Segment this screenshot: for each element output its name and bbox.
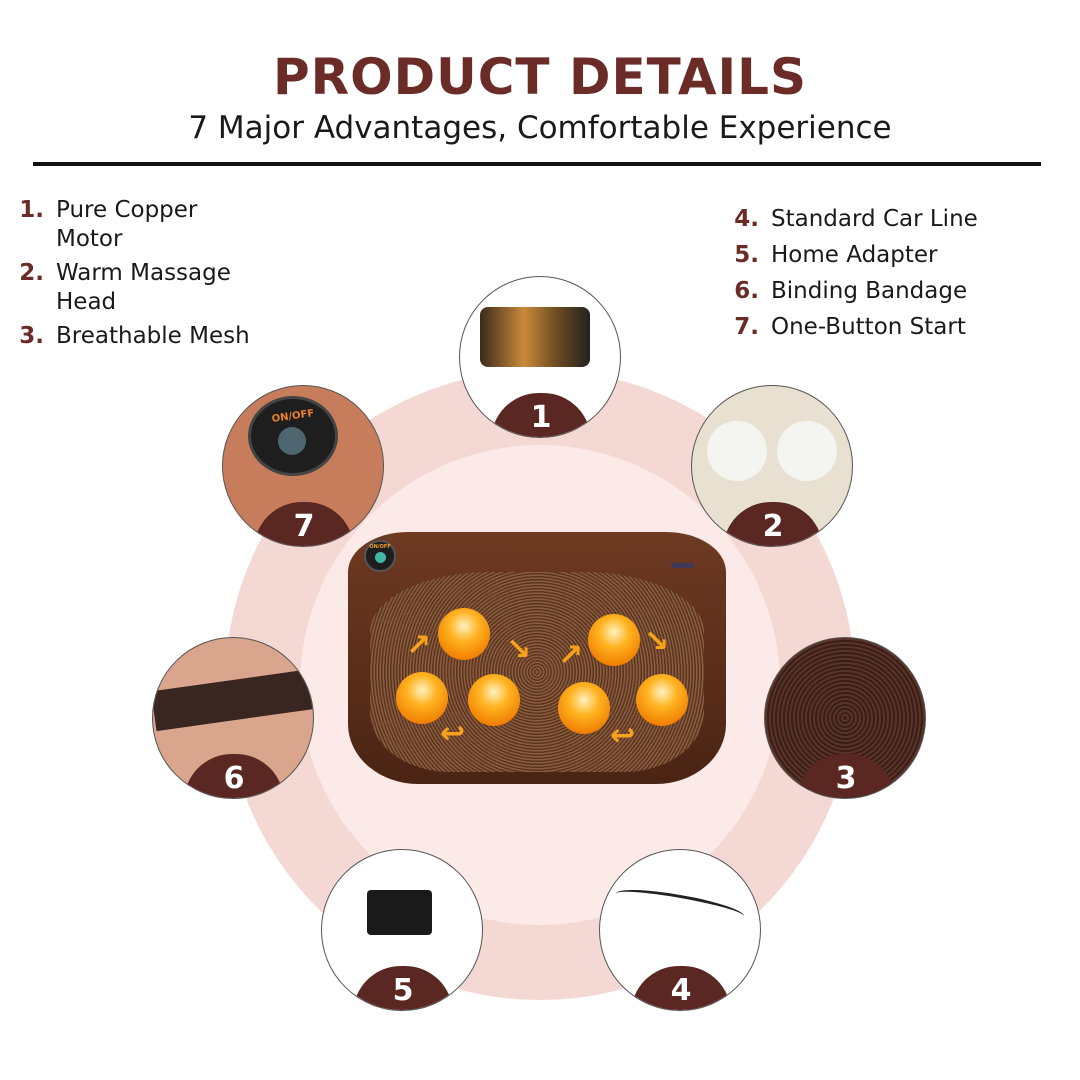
brand-logo: NOBO xyxy=(671,562,695,570)
item-label: Home Adapter xyxy=(771,242,938,268)
thumb-one-button: ON/OFF 7 xyxy=(222,385,384,547)
thumb-bandage: 6 xyxy=(152,637,314,799)
list-item: 1. Pure Copper Motor xyxy=(10,196,310,254)
power-button-light xyxy=(375,552,386,563)
thumb-car-line: 4 xyxy=(599,849,761,1011)
massage-ball xyxy=(558,682,610,734)
cable-image xyxy=(614,883,746,927)
on-off-label: ON/OFF xyxy=(271,408,315,425)
massage-ball xyxy=(396,672,448,724)
page-subtitle: 7 Major Advantages, Comfortable Experien… xyxy=(188,110,892,146)
badge-6: 6 xyxy=(184,754,284,798)
badge-4: 4 xyxy=(631,966,731,1010)
badge-7: 7 xyxy=(254,502,354,546)
head-image xyxy=(707,421,767,481)
item-number: 3. xyxy=(19,323,44,349)
massage-pillow-image: ON/OFF NOBO ↗ ↘ ↩ ↗ ↘ ↩ xyxy=(348,532,726,784)
thumb-mesh: 3 xyxy=(764,637,926,799)
page-title: PRODUCT DETAILS xyxy=(272,48,808,106)
power-button: ON/OFF xyxy=(364,540,396,572)
massage-ball xyxy=(636,674,688,726)
item-number: 6. xyxy=(734,278,759,304)
item-number: 2. xyxy=(19,260,44,286)
badge-5: 5 xyxy=(353,966,453,1010)
item-label: Warm Massage Head xyxy=(56,260,231,315)
feature-list-right: 4. Standard Car Line 5. Home Adapter 6. Bin… xyxy=(725,205,1065,349)
item-label: Binding Bandage xyxy=(771,278,968,304)
item-label: One-Button Start xyxy=(771,314,966,340)
item-number: 7. xyxy=(734,314,759,340)
list-item: 2. Warm Massage Head xyxy=(10,259,310,317)
massage-ball xyxy=(468,674,520,726)
thumb-home-adapter: 5 xyxy=(321,849,483,1011)
massage-ball xyxy=(438,608,490,660)
item-label: Pure Copper Motor xyxy=(56,197,198,252)
rotation-arrow-icon: ↩ xyxy=(610,718,636,753)
rotation-arrow-icon: ↩ xyxy=(440,716,466,751)
list-item: 4. Standard Car Line xyxy=(725,205,1065,234)
thumb-copper-motor: 1 xyxy=(459,276,621,438)
thumb-massage-head: 2 xyxy=(691,385,853,547)
divider xyxy=(33,162,1041,166)
rotation-arrow-icon: ↘ xyxy=(644,624,670,659)
badge-3: 3 xyxy=(796,754,896,798)
item-label: Breathable Mesh xyxy=(56,323,250,349)
motor-image xyxy=(480,307,590,367)
button-image: ON/OFF xyxy=(248,396,338,476)
item-number: 1. xyxy=(19,197,44,223)
list-item: 3. Breathable Mesh xyxy=(10,322,310,351)
button-cap xyxy=(278,427,306,455)
power-button-label: ON/OFF xyxy=(369,544,391,550)
strap-image xyxy=(153,668,313,732)
rotation-arrow-icon: ↘ xyxy=(506,632,532,667)
list-item: 7. One-Button Start xyxy=(725,313,1065,342)
item-number: 5. xyxy=(734,242,759,268)
massage-ball xyxy=(588,614,640,666)
badge-2: 2 xyxy=(723,502,823,546)
list-item: 6. Binding Bandage xyxy=(725,277,1065,306)
rotation-arrow-icon: ↗ xyxy=(406,628,432,663)
head-image xyxy=(777,421,837,481)
list-item: 5. Home Adapter xyxy=(725,241,1065,270)
item-number: 4. xyxy=(734,206,759,232)
badge-1: 1 xyxy=(491,393,591,437)
adapter-image xyxy=(367,890,432,935)
item-label: Standard Car Line xyxy=(771,206,978,232)
rotation-arrow-icon: ↗ xyxy=(558,638,584,673)
feature-list-left: 1.Pure Copper Motor 2.Warm Massage Head … xyxy=(10,196,310,356)
